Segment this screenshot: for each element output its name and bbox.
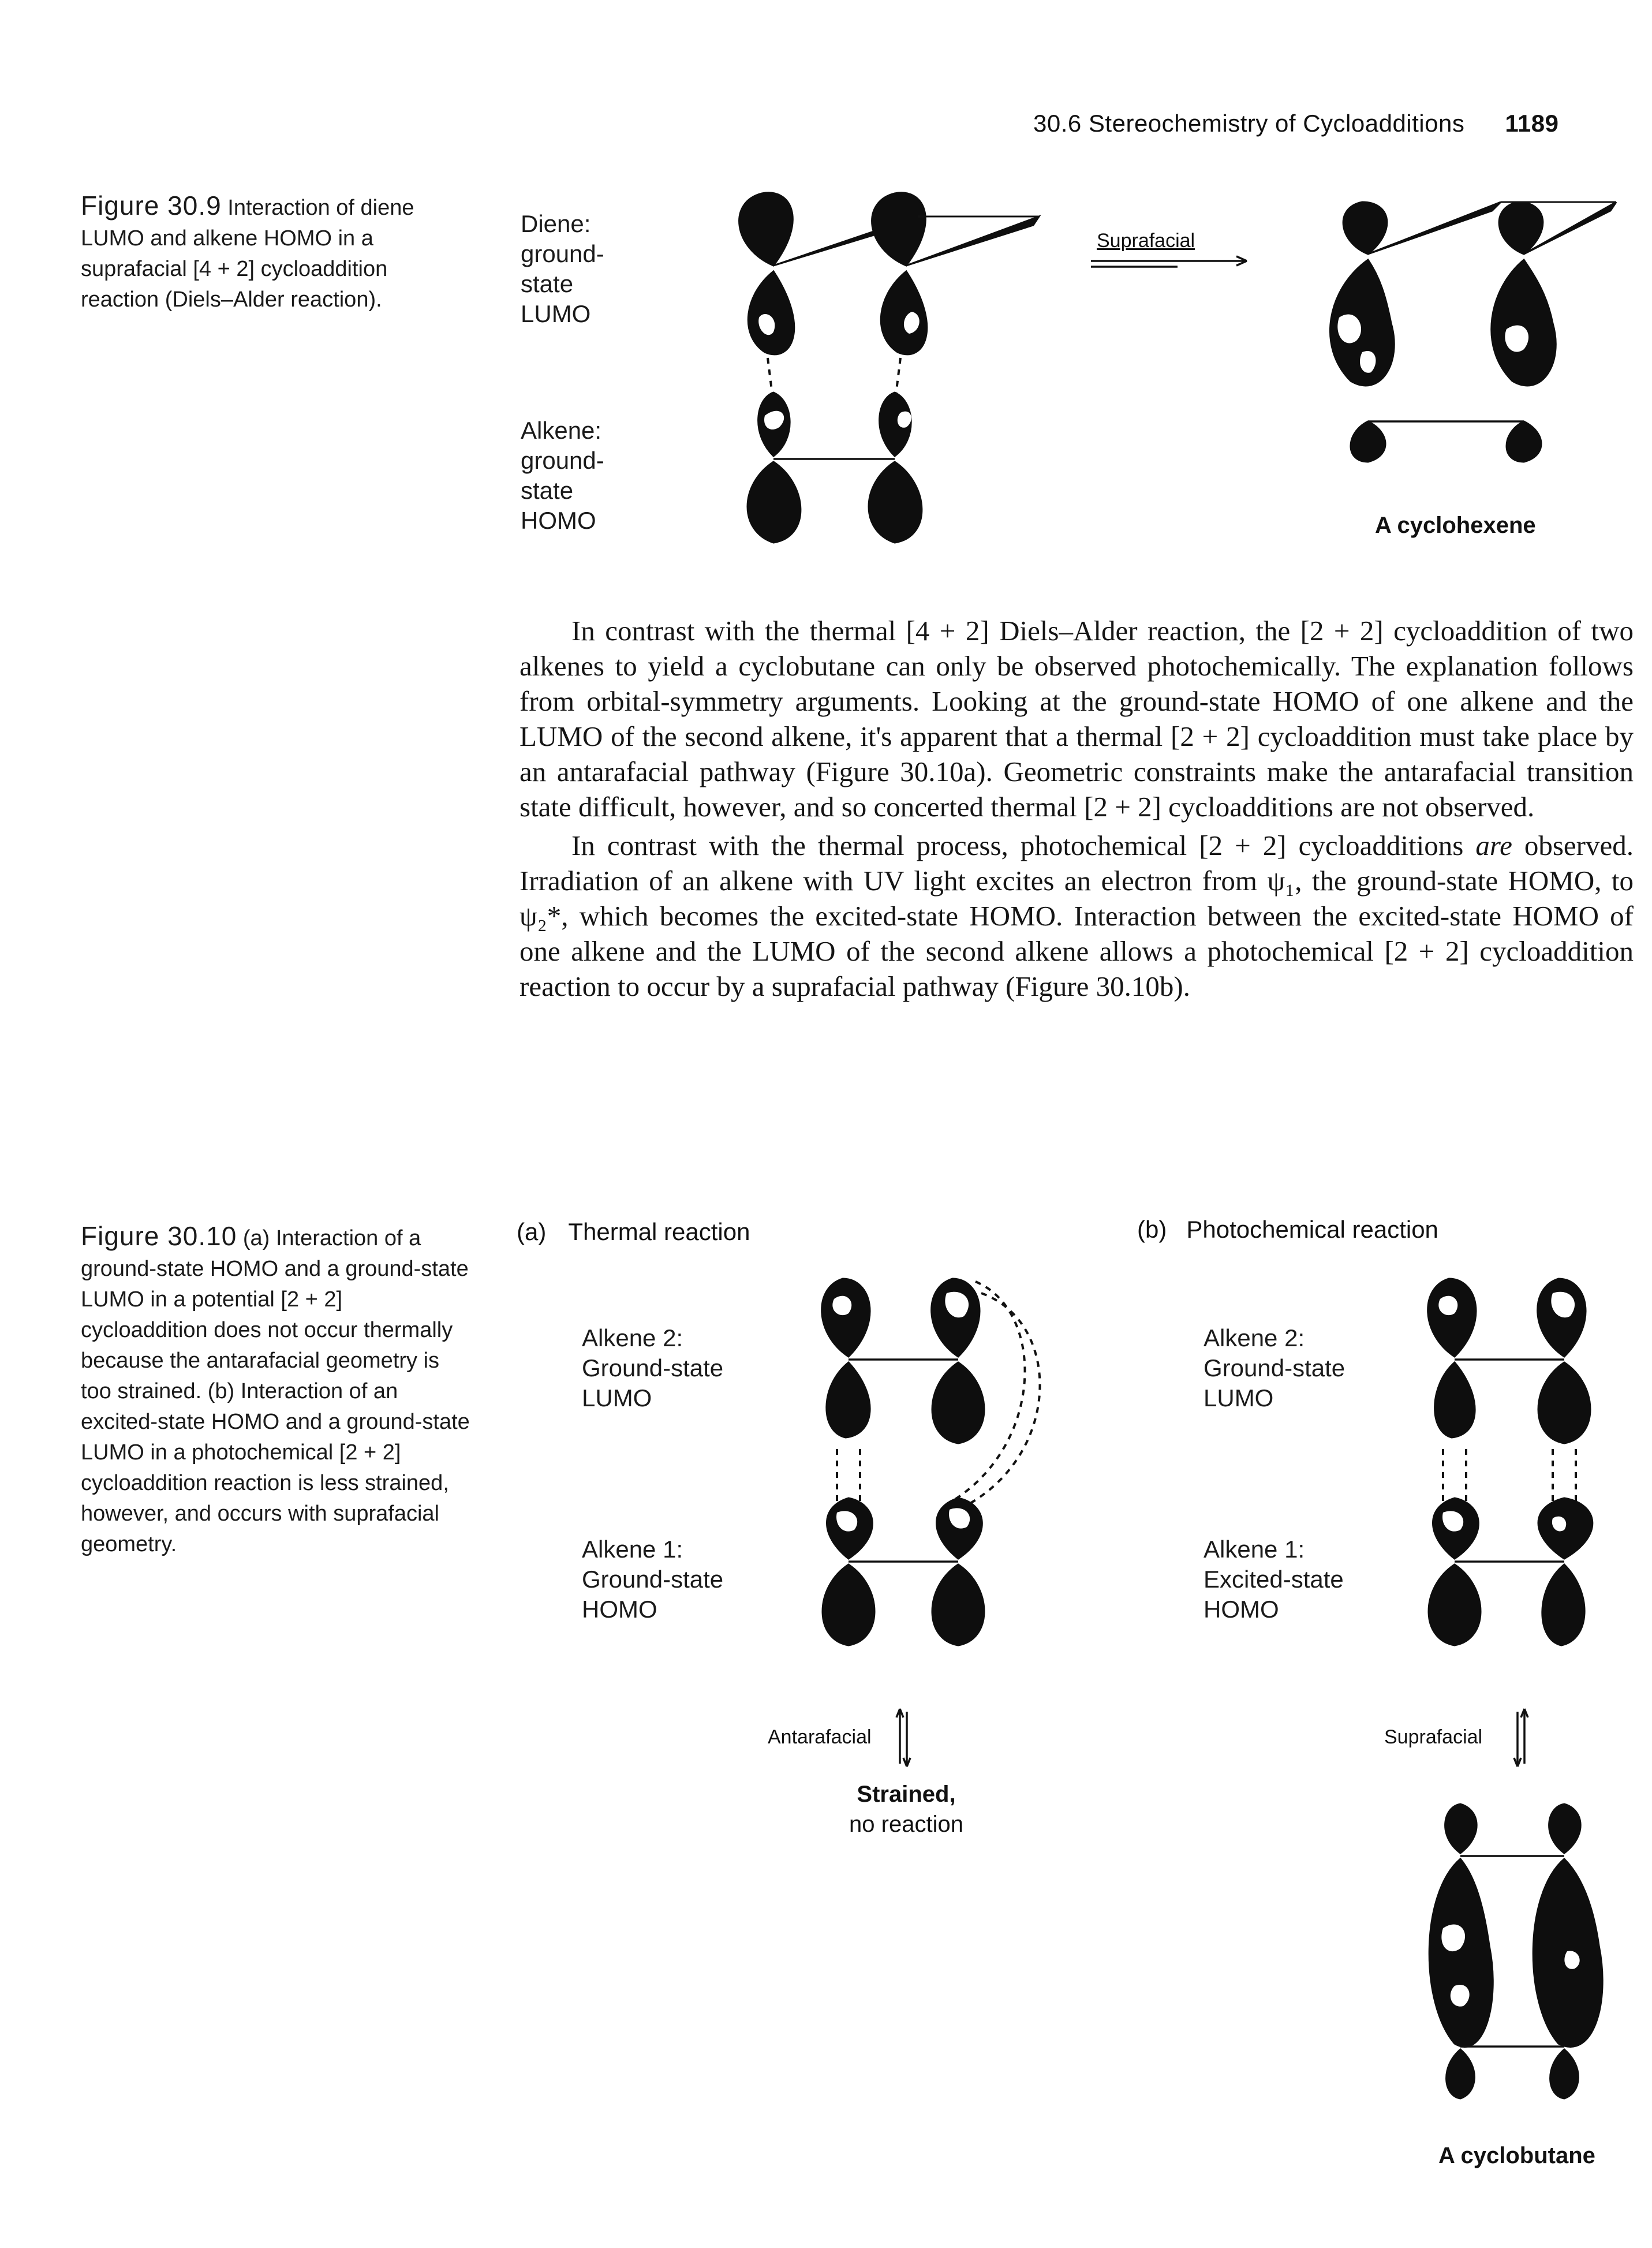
- cyclobutane-label: A cyclobutane: [1438, 2143, 1595, 2168]
- alkene-homo-label: Alkene: ground- state HOMO: [521, 417, 604, 534]
- page-number: 1189: [1505, 110, 1559, 137]
- emphasis-are: are: [1475, 830, 1512, 861]
- cyclobutane-left-lobes: [1428, 1803, 1494, 2100]
- diels-alder-orbital-diagram: [738, 192, 1041, 544]
- panel-b-header: (b)Photochemical reaction: [1137, 1216, 1438, 1243]
- equilibrium-arrow-a: [895, 1708, 911, 1767]
- paragraph-1: In contrast with the thermal [4 + 2] Die…: [519, 615, 1634, 823]
- panel-b-alkene-2-label: Alkene 2: Ground-state LUMO: [1204, 1324, 1345, 1411]
- panel-a-alkene-2-lumo: [821, 1278, 985, 1444]
- figure-label: Figure 30.10: [81, 1221, 237, 1251]
- figure-label: Figure 30.9: [81, 191, 222, 221]
- diene-lumo-orbital-right: [871, 192, 1041, 356]
- alkene-homo-orbital: [746, 391, 923, 544]
- cyclobutane-right-lobes: [1532, 1803, 1604, 2100]
- suprafacial-label-b: Suprafacial: [1384, 1726, 1483, 1748]
- panel-a-alkene-2-label: Alkene 2: Ground-state LUMO: [582, 1324, 724, 1411]
- running-header: 30.6 Stereochemistry of Cycloadditions 11…: [1033, 110, 1610, 137]
- caption-text: (a) Interaction of a ground-state HOMO a…: [81, 1226, 470, 1556]
- panel-a-antarafacial-dash: [951, 1280, 1026, 1502]
- caption-text: Interaction of diene LUMO and alkene HOM…: [81, 196, 414, 312]
- cyclohexene-product-orbitals: [1329, 201, 1617, 463]
- panel-b-alkene-1-excited-homo: [1427, 1497, 1594, 1646]
- body-text: In contrast with the thermal [4 + 2] Die…: [519, 613, 1634, 1004]
- figure-30-10-caption: Figure 30.10 (a) Interaction of a ground…: [81, 1221, 473, 1560]
- equilibrium-arrow-b: [1513, 1708, 1529, 1767]
- cyclohexene-label: A cyclohexene: [1375, 513, 1536, 538]
- panel-a-alkene-1-homo: [821, 1497, 985, 1646]
- panel-b-alkene-1-label: Alkene 1: Excited-state HOMO: [1204, 1536, 1344, 1623]
- diene-lumo-label: Diene: ground- state LUMO: [521, 210, 604, 327]
- paragraph-2: In contrast with the thermal process, ph…: [519, 830, 1634, 1002]
- cyclohexene-right-lobes: [1368, 201, 1617, 463]
- thermal-reaction-orbitals: [821, 1278, 1041, 1646]
- figure-30-9-caption: Figure 30.9 Interaction of diene LUMO an…: [81, 191, 421, 315]
- cyclobutane-product-orbitals: [1428, 1803, 1604, 2100]
- strained-no-reaction-label: Strained, no reaction: [849, 1782, 963, 1837]
- panel-a-header: (a)Thermal reaction: [517, 1218, 750, 1245]
- antarafacial-label: Antarafacial: [768, 1726, 872, 1748]
- suprafacial-arrow-label: Suprafacial: [1097, 230, 1195, 252]
- photochemical-reaction-orbitals: [1427, 1278, 1594, 1646]
- section-title: 30.6 Stereochemistry of Cycloadditions: [1033, 110, 1465, 137]
- panel-a-alkene-1-label: Alkene 1: Ground-state HOMO: [582, 1536, 724, 1623]
- reaction-arrow: [1091, 255, 1247, 268]
- panel-b-alkene-2-lumo: [1427, 1278, 1591, 1444]
- cyclohexene-left-lobes: [1329, 201, 1502, 463]
